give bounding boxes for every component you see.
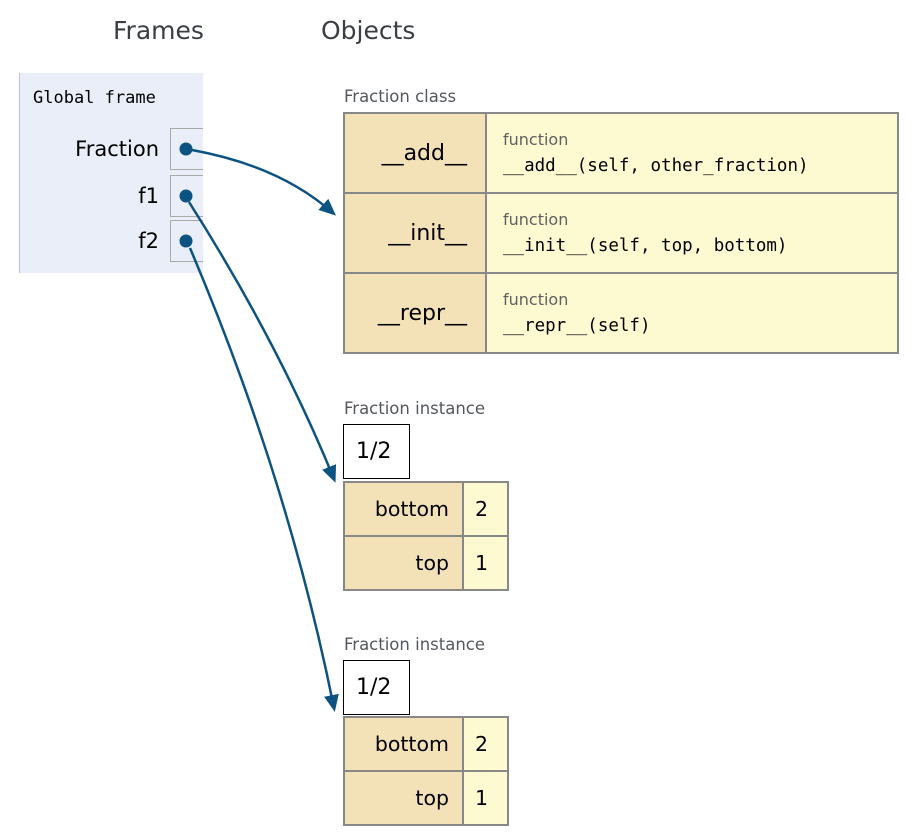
field-value-bottom: 2 (462, 481, 509, 537)
frame-variable-row: f1 (20, 175, 203, 217)
fraction-instance-1-repr-box: 1/2 (343, 424, 410, 479)
fraction-instance-1-label: Fraction instance (344, 399, 486, 418)
attr-key-init: __init__ (343, 192, 487, 274)
function-signature: __repr__(self) (503, 316, 651, 336)
frame-variable-row: f2 (20, 220, 203, 262)
instance-field-row-top: top 1 (343, 535, 509, 591)
fraction-instance-1-table: bottom 2 top 1 (343, 481, 509, 591)
class-attr-row-repr: __repr__ function __repr__(self) (343, 272, 899, 354)
field-key-bottom: bottom (343, 716, 464, 772)
class-attr-row-init: __init__ function __init__(self, top, bo… (343, 192, 899, 274)
variable-value-slot-fraction (170, 128, 203, 170)
function-signature: __init__(self, top, bottom) (503, 236, 788, 256)
frame-variable-row: Fraction (20, 128, 203, 170)
attr-value-add: function __add__(self, other_fraction) (485, 112, 899, 194)
fraction-instance-2-label: Fraction instance (344, 635, 486, 654)
field-value-top: 1 (462, 535, 509, 591)
function-type-label: function (503, 130, 569, 149)
field-key-top: top (343, 770, 464, 826)
variable-value-slot-f2 (170, 220, 203, 262)
variable-value-slot-f1 (170, 175, 203, 217)
global-frame: Global frame Fraction f1 f2 (19, 73, 203, 273)
fraction-instance-2-repr-box: 1/2 (343, 660, 410, 715)
variable-name-f1: f1 (138, 184, 159, 208)
function-type-label: function (503, 210, 569, 229)
attr-value-init: function __init__(self, top, bottom) (485, 192, 899, 274)
instance-field-row-bottom: bottom 2 (343, 716, 509, 772)
function-type-label: function (503, 290, 569, 309)
fraction-class-table: __add__ function __add__(self, other_fra… (343, 112, 899, 354)
attr-value-repr: function __repr__(self) (485, 272, 899, 354)
objects-column-heading: Objects (321, 16, 416, 45)
attr-key-repr: __repr__ (343, 272, 487, 354)
fraction-instance-2-table: bottom 2 top 1 (343, 716, 509, 826)
field-value-bottom: 2 (462, 716, 509, 772)
instance-field-row-top: top 1 (343, 770, 509, 826)
instance-field-row-bottom: bottom 2 (343, 481, 509, 537)
arrow-fraction-to-class (191, 148, 336, 216)
variable-name-f2: f2 (138, 229, 159, 253)
variable-name-fraction: Fraction (75, 137, 159, 161)
class-attr-row-add: __add__ function __add__(self, other_fra… (343, 112, 899, 194)
field-key-top: top (343, 535, 464, 591)
arrow-f2-to-instance-2 (188, 247, 339, 712)
arrow-f1-to-instance-1 (187, 201, 337, 483)
frames-column-heading: Frames (113, 16, 204, 45)
attr-key-add: __add__ (343, 112, 487, 194)
function-signature: __add__(self, other_fraction) (503, 156, 809, 176)
field-value-top: 1 (462, 770, 509, 826)
global-frame-title: Global frame (33, 88, 156, 108)
field-key-bottom: bottom (343, 481, 464, 537)
fraction-class-label: Fraction class (344, 87, 457, 106)
